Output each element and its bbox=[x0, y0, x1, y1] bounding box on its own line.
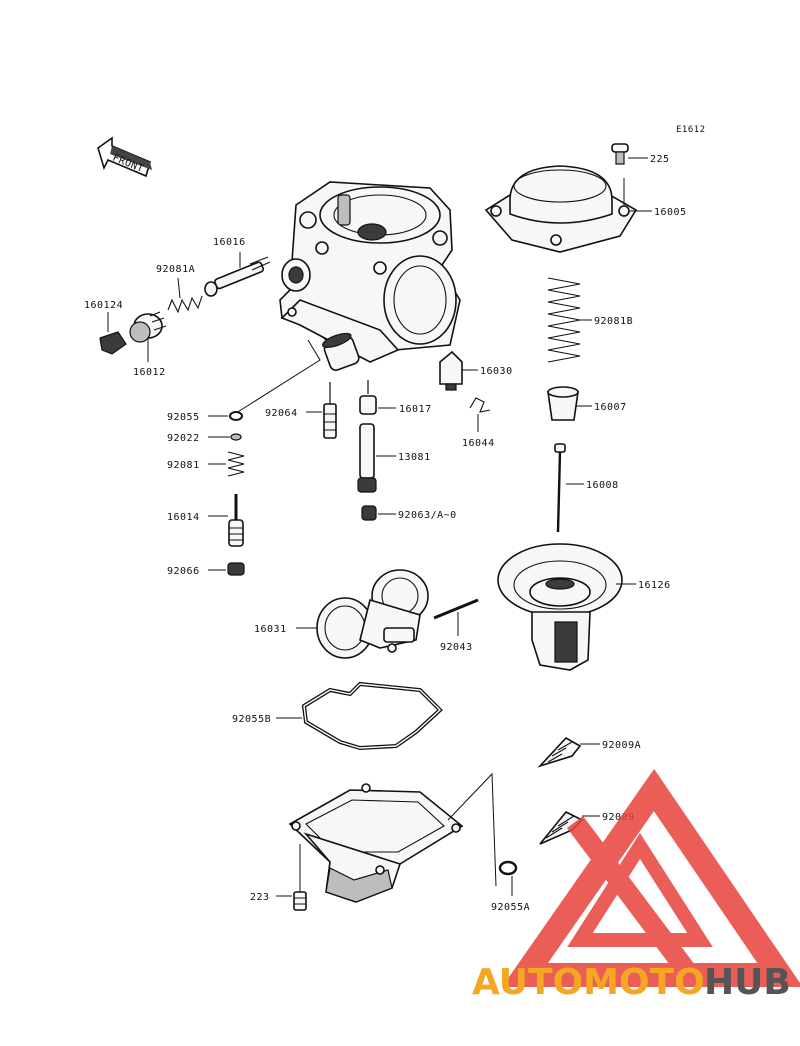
part-label-16017: 16017 bbox=[399, 404, 432, 415]
part-label-92009: 92009 bbox=[602, 812, 635, 823]
part-label-92009A: 92009A bbox=[602, 740, 641, 751]
part-label-92081A: 92081A bbox=[156, 264, 195, 275]
front-arrow-icon: FRONT bbox=[97, 136, 152, 178]
bolt-92064 bbox=[306, 382, 337, 439]
plunger bbox=[129, 311, 167, 362]
part-label-92063: 92063/A~0 bbox=[398, 510, 457, 521]
part-label-223: 223 bbox=[250, 892, 270, 903]
cap-92066 bbox=[208, 562, 245, 576]
brand-text-hub: HUB bbox=[704, 962, 791, 1003]
vacuum-chamber-cover bbox=[484, 143, 652, 253]
part-label-13081: 13081 bbox=[398, 452, 431, 463]
needle-jet-13081 bbox=[357, 423, 396, 493]
automotohub-logo bbox=[502, 768, 800, 987]
float-bowl bbox=[288, 772, 497, 903]
part-label-92055B: 92055B bbox=[232, 714, 271, 725]
screw-223 bbox=[276, 844, 307, 911]
part-label-225: 225 bbox=[650, 154, 670, 165]
main-jet-92063 bbox=[361, 505, 396, 521]
part-label-16014: 16014 bbox=[167, 512, 200, 523]
cap bbox=[99, 312, 127, 355]
pilot-screw bbox=[204, 252, 271, 297]
o-ring-92055 bbox=[208, 411, 243, 421]
float-valve-16030 bbox=[439, 350, 478, 391]
needle-retainer bbox=[547, 386, 592, 421]
screw-92009A bbox=[537, 736, 600, 768]
jet-needle bbox=[554, 443, 584, 533]
part-label-16005: 16005 bbox=[654, 207, 687, 218]
part-label-92055: 92055 bbox=[167, 412, 200, 423]
part-label-16008: 16008 bbox=[586, 480, 619, 491]
o-ring-92055A bbox=[498, 860, 518, 896]
part-label-160124: 160124 bbox=[84, 300, 123, 311]
part-label-92081: 92081 bbox=[167, 460, 200, 471]
diagram-code: E1612 bbox=[676, 125, 706, 135]
float-16031 bbox=[296, 569, 429, 659]
brand-text-automoto: AUTOMOTO bbox=[472, 962, 705, 1003]
automotohub-wordmark: AUTOMOTO HUB bbox=[472, 962, 791, 1003]
part-label-16016: 16016 bbox=[213, 237, 246, 248]
carburetor-body bbox=[279, 181, 461, 371]
part-label-16012: 16012 bbox=[133, 367, 166, 378]
diaphragm-slide bbox=[497, 543, 636, 671]
part-label-16031: 16031 bbox=[254, 624, 287, 635]
spring-92081 bbox=[208, 451, 245, 477]
part-label-92022: 92022 bbox=[167, 433, 200, 444]
part-label-92043: 92043 bbox=[440, 642, 473, 653]
slide-spring bbox=[547, 277, 592, 363]
washer-92022 bbox=[208, 433, 242, 441]
part-label-92055A: 92055A bbox=[491, 902, 530, 913]
starter-plunger-16014 bbox=[208, 494, 244, 547]
part-label-92064: 92064 bbox=[265, 408, 298, 419]
part-label-16007: 16007 bbox=[594, 402, 627, 413]
part-label-16030: 16030 bbox=[480, 366, 513, 377]
part-label-92081B: 92081B bbox=[594, 316, 633, 327]
pilot-screw-spring bbox=[167, 277, 203, 314]
jet-16017 bbox=[359, 380, 396, 415]
gasket-92055B bbox=[276, 681, 443, 751]
pin-92043 bbox=[433, 598, 479, 636]
part-label-92066: 92066 bbox=[167, 566, 200, 577]
part-label-16126: 16126 bbox=[638, 580, 671, 591]
clip-16044 bbox=[469, 397, 491, 432]
part-label-16044: 16044 bbox=[462, 438, 495, 449]
